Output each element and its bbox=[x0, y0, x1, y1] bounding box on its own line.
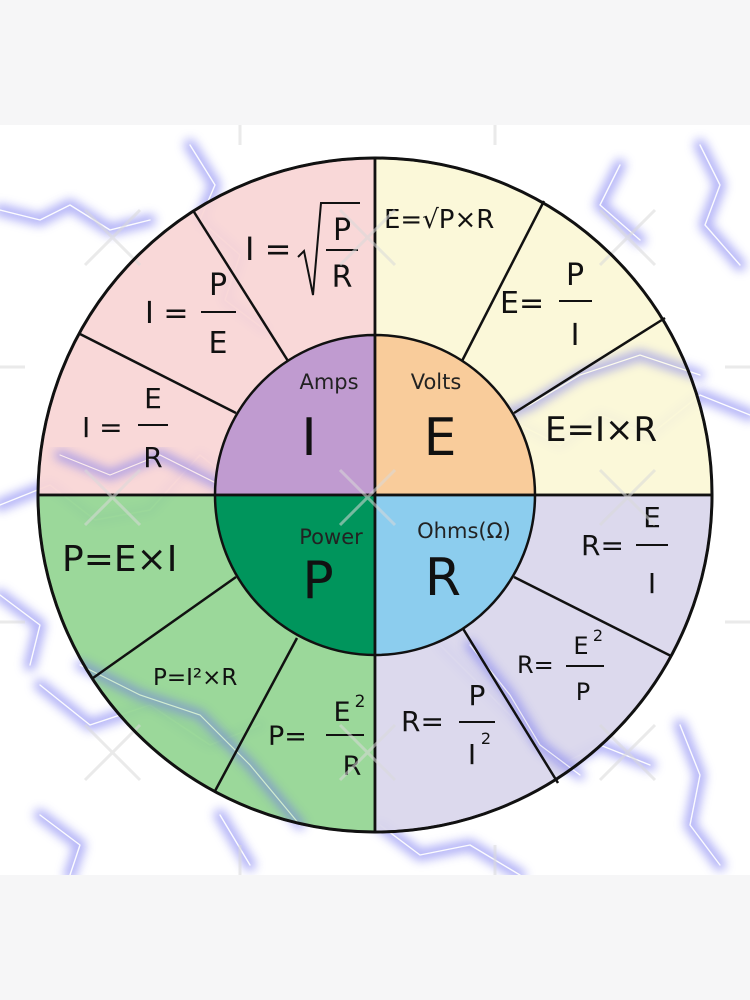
resistance-symbol: R bbox=[425, 548, 461, 608]
svg-text:I =: I = bbox=[245, 230, 291, 268]
svg-text:2: 2 bbox=[481, 729, 491, 748]
watermark-x-icon bbox=[338, 723, 397, 782]
svg-text:P: P bbox=[576, 678, 590, 706]
watermark-x-icon bbox=[598, 723, 657, 782]
sqrt-icon bbox=[297, 202, 360, 296]
svg-text:E: E bbox=[333, 697, 350, 728]
amps-label: Amps bbox=[299, 370, 358, 394]
svg-text:I =: I = bbox=[145, 296, 189, 331]
svg-text:I: I bbox=[468, 738, 476, 771]
formula-resistance-e-over-i: R= E I bbox=[581, 501, 668, 600]
power-label: Power bbox=[299, 525, 363, 549]
volts-label: Volts bbox=[411, 370, 462, 394]
formula-voltage-p-over-i: E= P I bbox=[500, 258, 592, 353]
formula-current-sqrt: I = P R bbox=[245, 202, 360, 296]
svg-text:E: E bbox=[573, 632, 588, 660]
ohms-label: Ohms(Ω) bbox=[417, 519, 511, 543]
outer-border bbox=[36, 156, 714, 834]
inner-circle bbox=[213, 333, 537, 657]
svg-text:E=: E= bbox=[500, 286, 544, 321]
watermark-x-icon bbox=[83, 468, 142, 527]
formula-power-i2-times-r: P=I²×R bbox=[153, 665, 237, 691]
svg-text:R=: R= bbox=[517, 651, 554, 679]
formula-voltage-sqrt: E=√P×R bbox=[384, 205, 494, 235]
current-symbol: I bbox=[301, 408, 316, 468]
svg-text:P: P bbox=[566, 258, 584, 293]
svg-text:R=: R= bbox=[581, 529, 624, 562]
svg-text:E: E bbox=[144, 382, 162, 415]
svg-text:R=: R= bbox=[401, 705, 444, 738]
watermark-x-icon bbox=[598, 468, 657, 527]
power-symbol: P bbox=[302, 551, 333, 611]
svg-text:2: 2 bbox=[593, 626, 603, 645]
watermark-x-icon bbox=[83, 723, 142, 782]
svg-text:P: P bbox=[209, 268, 227, 303]
ohms-law-wheel-artwork: Amps I Volts E Power P Ohms(Ω) R I = P R… bbox=[0, 125, 750, 875]
svg-text:P: P bbox=[333, 213, 351, 248]
watermark-x-icon bbox=[598, 208, 657, 267]
voltage-symbol: E bbox=[424, 408, 457, 468]
watermark-plus-icon bbox=[0, 125, 750, 875]
formula-power-e-times-i: P=E×I bbox=[62, 539, 177, 580]
lightning-overlay bbox=[55, 349, 705, 830]
resistance-formulas: R= E I R= E 2 P R= P I 2 bbox=[401, 501, 668, 771]
svg-text:R: R bbox=[143, 441, 162, 474]
svg-text:2: 2 bbox=[355, 692, 366, 712]
formula-resistance-e2-over-p: R= E 2 P bbox=[517, 626, 604, 706]
formula-current-e-over-r: I = E R bbox=[82, 382, 168, 474]
svg-text:I: I bbox=[648, 567, 656, 600]
current-formulas: I = P R I = P E I = E R bbox=[82, 202, 360, 474]
svg-text:E: E bbox=[643, 501, 661, 534]
svg-text:R: R bbox=[332, 260, 353, 295]
current-center bbox=[213, 333, 377, 497]
power-center bbox=[213, 493, 377, 657]
watermark-pattern bbox=[0, 125, 750, 875]
resistance-center bbox=[373, 493, 537, 657]
watermark-x-icon bbox=[338, 208, 397, 267]
formula-voltage-i-times-r: E=I×R bbox=[545, 410, 657, 450]
formula-resistance-p-over-i2: R= P I 2 bbox=[401, 679, 495, 771]
svg-text:P: P bbox=[469, 679, 486, 712]
voltage-formulas: E=√P×R E= P I E=I×R bbox=[384, 205, 657, 450]
center-labels: Amps I Volts E Power P Ohms(Ω) R bbox=[299, 370, 511, 611]
watermark-x-icon bbox=[338, 468, 397, 527]
svg-text:I: I bbox=[571, 318, 580, 353]
svg-text:P=: P= bbox=[268, 721, 307, 752]
formula-current-p-over-e: I = P E bbox=[145, 268, 236, 361]
voltage-center bbox=[373, 333, 537, 497]
svg-text:I =: I = bbox=[82, 411, 123, 444]
watermark-x-icon bbox=[83, 208, 142, 267]
ohms-law-wheel-svg: Amps I Volts E Power P Ohms(Ω) R I = P R… bbox=[0, 125, 750, 875]
svg-text:E: E bbox=[209, 326, 228, 361]
